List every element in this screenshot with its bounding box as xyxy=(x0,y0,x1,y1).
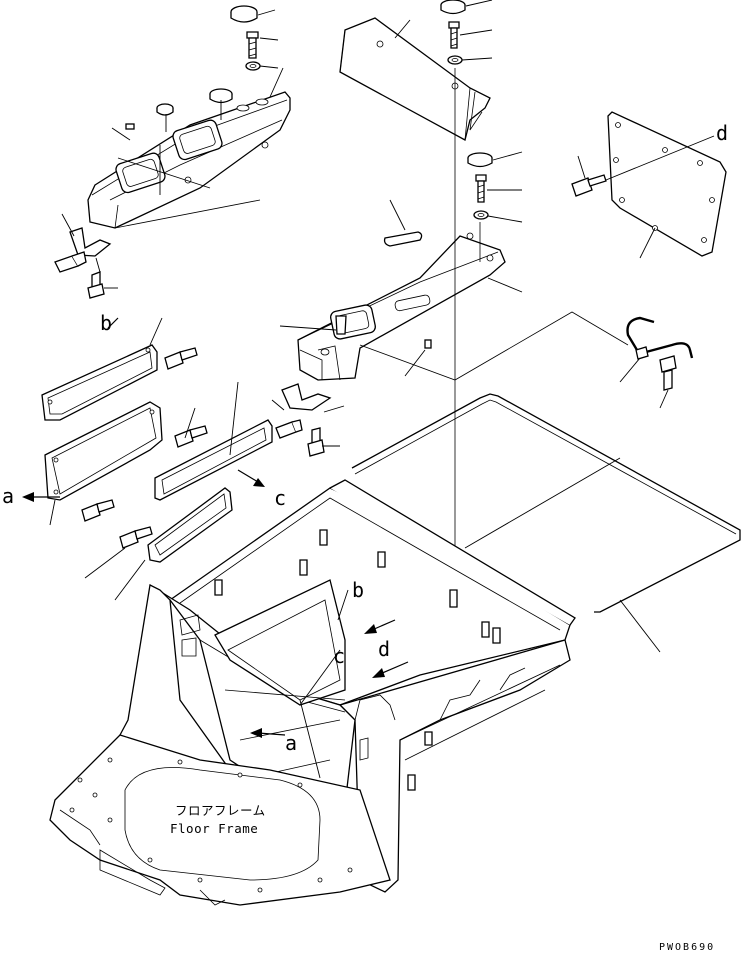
ref-label-d-frame: d xyxy=(378,637,390,661)
frame-title-jp: フロアフレーム xyxy=(175,803,266,818)
center-top-caps xyxy=(440,0,493,65)
center-console-cover xyxy=(279,199,523,381)
left-panel-c xyxy=(154,381,273,501)
right-handle xyxy=(619,316,694,409)
center-console-bracket xyxy=(271,383,345,457)
ref-label-b-left: b xyxy=(100,311,112,335)
drawing-code: PWOB690 xyxy=(659,942,715,953)
ref-label-b-frame: b xyxy=(352,578,364,602)
ref-arrows xyxy=(22,317,409,738)
left-console-bracket xyxy=(54,213,118,299)
left-console-caps xyxy=(156,5,279,132)
center-top-cover xyxy=(339,17,491,141)
ref-label-a-left: a xyxy=(2,484,14,508)
left-console-cover xyxy=(87,67,291,229)
seal-strip xyxy=(351,393,741,653)
ref-label-c-left: c xyxy=(274,486,286,510)
left-panel-c2 xyxy=(114,487,233,601)
assembly-lines xyxy=(114,68,629,590)
right-side-plate xyxy=(571,111,727,259)
ref-label-c-frame: c xyxy=(333,644,345,668)
center-mid-caps xyxy=(467,151,523,223)
left-panel-a xyxy=(44,401,163,526)
floor-frame xyxy=(49,479,576,906)
left-panel-b xyxy=(41,317,163,421)
left-bolts xyxy=(81,347,208,579)
frame-title-en: Floor Frame xyxy=(170,821,258,836)
ref-label-d-right: d xyxy=(716,121,728,145)
ref-label-a-frame: a xyxy=(285,731,297,755)
